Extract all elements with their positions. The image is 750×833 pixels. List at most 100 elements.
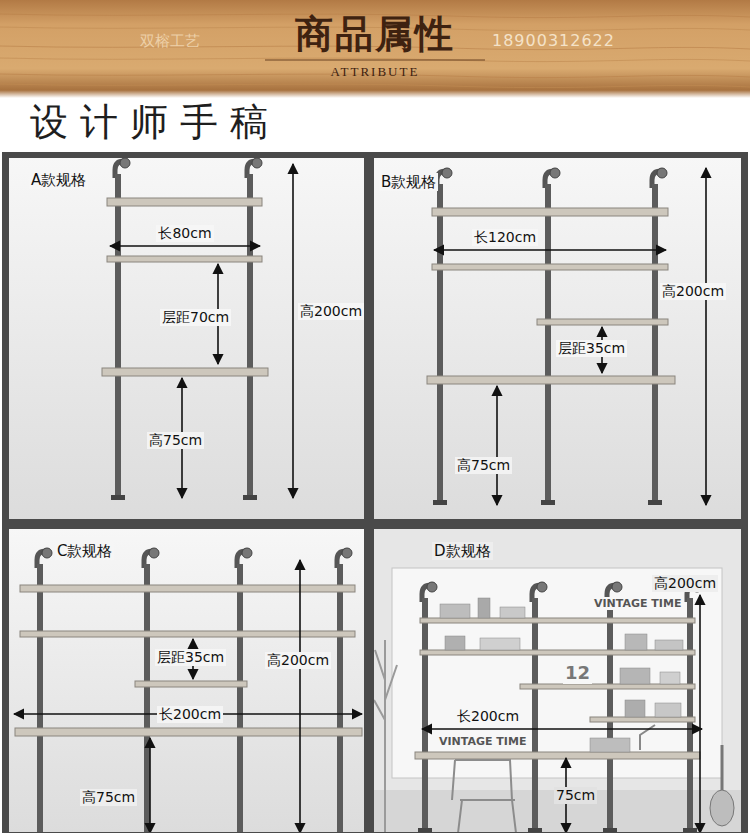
pipe-flange xyxy=(433,500,447,505)
pipe-cap xyxy=(42,548,52,558)
clock-number: 12 xyxy=(563,662,592,684)
pipe xyxy=(337,564,343,833)
dimension-label: 75cm xyxy=(554,787,597,804)
decor-object xyxy=(440,604,470,618)
dimension-arrow xyxy=(299,560,301,833)
pipe-cap xyxy=(657,168,667,178)
dimension-arrow xyxy=(292,164,294,498)
shelf-board xyxy=(432,208,668,216)
handwritten-heading: 设计师手稿 xyxy=(30,100,280,146)
decor-object xyxy=(478,598,490,618)
shelf-board xyxy=(590,717,695,722)
shelf-board xyxy=(20,631,355,637)
dimension-label: 高75cm xyxy=(455,457,512,474)
shelf-board xyxy=(107,256,262,262)
header-band xyxy=(0,0,750,98)
shelf-board xyxy=(520,684,695,689)
wood-grain xyxy=(0,58,750,62)
pipe-cap xyxy=(252,158,262,168)
dimension-label: 高200cm xyxy=(298,303,364,320)
pipe-cap xyxy=(537,582,547,592)
pipe xyxy=(652,184,658,505)
dimension-arrow xyxy=(422,728,702,730)
wall-sign: VINTAGE TIME xyxy=(437,735,528,748)
pipe-cap xyxy=(427,582,437,592)
spec-panel: C款规格 xyxy=(8,528,365,833)
dimension-arrow xyxy=(699,595,701,833)
pipe xyxy=(422,598,428,833)
header-rule xyxy=(265,60,485,61)
phone-number: 18900312622 xyxy=(492,31,615,50)
panel-frame xyxy=(2,152,748,833)
guitar xyxy=(710,790,734,826)
dimension-label: 长120cm xyxy=(472,229,538,246)
shelf-board xyxy=(427,376,675,384)
chair xyxy=(452,760,516,833)
dimension-label: 高200cm xyxy=(265,652,331,669)
decor-object xyxy=(590,738,630,752)
decor-object xyxy=(500,607,525,618)
wall-board xyxy=(392,568,722,778)
decor-object xyxy=(620,668,650,684)
pipe-flange xyxy=(111,495,125,500)
dimension-label: 高75cm xyxy=(80,789,137,806)
page-title: 商品属性 xyxy=(295,12,455,58)
panel-heading: B款规格 xyxy=(379,173,438,191)
decor-object xyxy=(625,634,647,650)
shelf-board xyxy=(135,681,247,687)
shelf-board xyxy=(420,650,695,655)
wood-grain xyxy=(0,84,750,88)
panel-ground xyxy=(373,528,742,833)
pipe xyxy=(237,564,243,833)
pipe-cap xyxy=(612,582,622,592)
shelf-board xyxy=(107,198,262,206)
decor-object xyxy=(625,700,645,717)
pipe-cap xyxy=(442,168,452,178)
watermark: 双榕工艺 xyxy=(140,32,200,50)
dimension-label: 高200cm xyxy=(660,283,726,300)
pipe xyxy=(247,174,253,500)
dimension-arrow xyxy=(705,168,707,505)
pipe xyxy=(687,598,693,833)
pipe-flange xyxy=(243,495,257,500)
dimension-label: 层距70cm xyxy=(160,309,231,326)
pipe-cap xyxy=(120,158,130,168)
decor-object xyxy=(660,672,680,684)
plant xyxy=(374,640,397,833)
pipe-flange xyxy=(541,500,555,505)
pipe-cap xyxy=(242,548,252,558)
dimension-arrow xyxy=(110,245,260,247)
panel-heading: D款规格 xyxy=(432,542,493,560)
dimension-arrow xyxy=(496,386,498,505)
dimension-label: 长200cm xyxy=(455,708,521,725)
pipe xyxy=(115,174,121,500)
shelf-board xyxy=(420,618,695,623)
pipe xyxy=(607,598,613,833)
pipe xyxy=(532,598,538,833)
pipe xyxy=(144,564,150,833)
shelf-board xyxy=(432,264,668,270)
shelf-board xyxy=(415,752,700,759)
pipe xyxy=(437,184,443,505)
spec-panel: B款规格 xyxy=(373,157,742,520)
dimension-label: 层距35cm xyxy=(556,340,627,357)
panel-ground xyxy=(8,528,365,833)
dimension-arrow xyxy=(434,249,666,251)
decor-object xyxy=(445,636,465,650)
dimension-label: 高75cm xyxy=(147,432,204,449)
pipe-cap xyxy=(550,168,560,178)
panel-heading: C款规格 xyxy=(55,542,114,560)
panel-ground xyxy=(8,157,365,520)
shelf-board xyxy=(20,585,355,592)
shelf-board xyxy=(15,728,362,736)
pipe xyxy=(37,564,43,833)
wall-sign: VINTAGE TIME xyxy=(592,597,683,610)
panel-ground xyxy=(373,157,742,520)
pipe-flange xyxy=(648,500,662,505)
spec-panel: A款规格 xyxy=(8,157,365,520)
pipe-cap xyxy=(149,548,159,558)
decor-object xyxy=(655,640,683,650)
dimension-label: 长80cm xyxy=(156,225,213,242)
decor-object xyxy=(480,638,520,650)
